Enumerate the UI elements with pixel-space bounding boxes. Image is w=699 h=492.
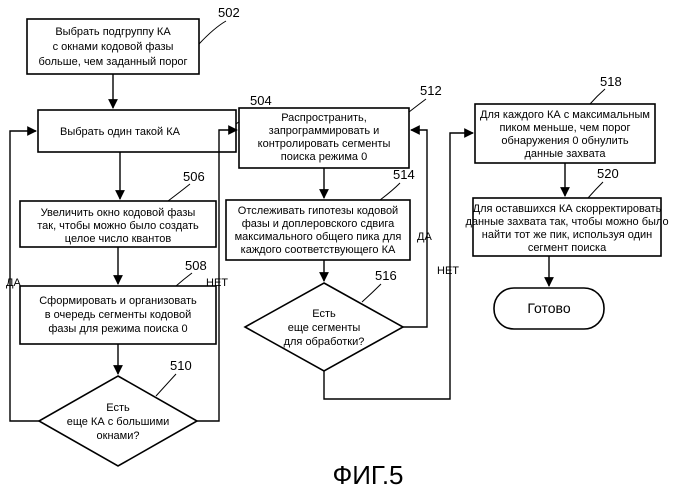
ref-506: 506 [183,169,205,184]
leader-514 [380,183,400,200]
node-504-line-1: Выбрать один такой КА [60,126,181,138]
node-508: Сформировать и организовать в очередь се… [20,286,216,344]
node-506-line-1: Увеличить окно кодовой фазы [41,207,196,219]
node-510: Есть еще КА с большими окнами? [39,376,197,466]
node-506: Увеличить окно кодовой фазы так, чтобы м… [20,201,216,247]
node-518-line-2: пиком меньше, чем порог [499,122,630,134]
edge-516-no-label: НЕТ [437,265,459,277]
node-520-line-2: данные захвата так, чтобы можно было [465,216,668,228]
node-510-line-2: еще КА с большими [67,416,170,428]
node-502: Выбрать подгруппу КА с окнами кодовой фа… [27,19,199,74]
node-516-line-3: для обработки? [284,336,365,348]
ref-512: 512 [420,83,442,98]
node-512-line-3: контролировать сегменты [258,138,391,150]
node-514-line-4: каждого соответствующего КА [241,244,396,256]
edge-510-no-label: НЕТ [206,277,228,289]
node-514-line-1: Отслеживать гипотезы кодовой [238,205,398,217]
node-502-line-1: Выбрать подгруппу КА [55,26,171,38]
node-512: Распространить, запрограммировать и конт… [239,108,409,168]
leader-502 [199,21,226,44]
ref-516: 516 [375,268,397,283]
ref-508: 508 [185,258,207,273]
node-510-line-1: Есть [106,402,130,414]
node-506-line-3: целое число квантов [65,233,172,245]
leader-512 [409,99,426,112]
node-520-line-3: найти тот же пик, используя один [482,229,652,241]
node-516: Есть еще сегменты для обработки? [245,283,403,371]
ref-502: 502 [218,5,240,20]
node-512-line-2: запрограммировать и [269,125,380,137]
leader-510 [156,374,176,396]
leader-518 [590,89,605,104]
edge-510-yes-label: ДА [6,277,21,289]
leader-520 [588,182,603,198]
node-512-line-4: поиска режима 0 [281,151,367,163]
node-506-line-2: так, чтобы можно было создать [37,220,199,232]
node-done: Готово [494,288,604,329]
node-520: Для оставшихся КА скорректировать данные… [465,198,668,256]
node-504: Выбрать один такой КА [38,110,236,152]
node-520-line-4: сегмент поиска [528,242,607,254]
node-502-line-2: с окнами кодовой фазы [53,41,174,53]
node-508-line-1: Сформировать и организовать [39,295,197,307]
leader-506 [168,184,190,201]
node-518: Для каждого КА с максимальным пиком мень… [475,104,655,163]
node-518-line-3: обнаружения 0 обнулить [501,135,628,147]
ref-510: 510 [170,358,192,373]
ref-504: 504 [250,93,272,108]
node-520-line-1: Для оставшихся КА скорректировать [473,203,662,215]
node-514-line-2: фазы и доплеровского сдвига [242,218,395,230]
node-516-line-1: Есть [312,308,336,320]
leader-508 [176,273,192,286]
node-516-line-2: еще сегменты [288,322,361,334]
node-done-label: Готово [527,300,570,316]
node-510-line-3: окнами? [97,430,140,442]
figure-caption: ФИГ.5 [332,460,403,490]
node-518-line-1: Для каждого КА с максимальным [480,109,650,121]
ref-520: 520 [597,166,619,181]
node-512-line-1: Распространить, [281,112,367,124]
leader-516 [362,284,381,302]
edge-516-yes-label: ДА [417,231,432,243]
node-508-line-3: фазы для режима поиска 0 [48,323,187,335]
node-514: Отслеживать гипотезы кодовой фазы и допл… [226,200,410,260]
node-518-line-4: данные захвата [524,148,606,160]
ref-514: 514 [393,167,415,182]
node-502-line-3: больше, чем заданный порог [38,56,187,68]
edge-510-yes [10,131,39,421]
ref-518: 518 [600,74,622,89]
node-514-line-3: максимального общего пика для [235,231,402,243]
node-508-line-2: в очередь сегменты кодовой [45,309,192,321]
